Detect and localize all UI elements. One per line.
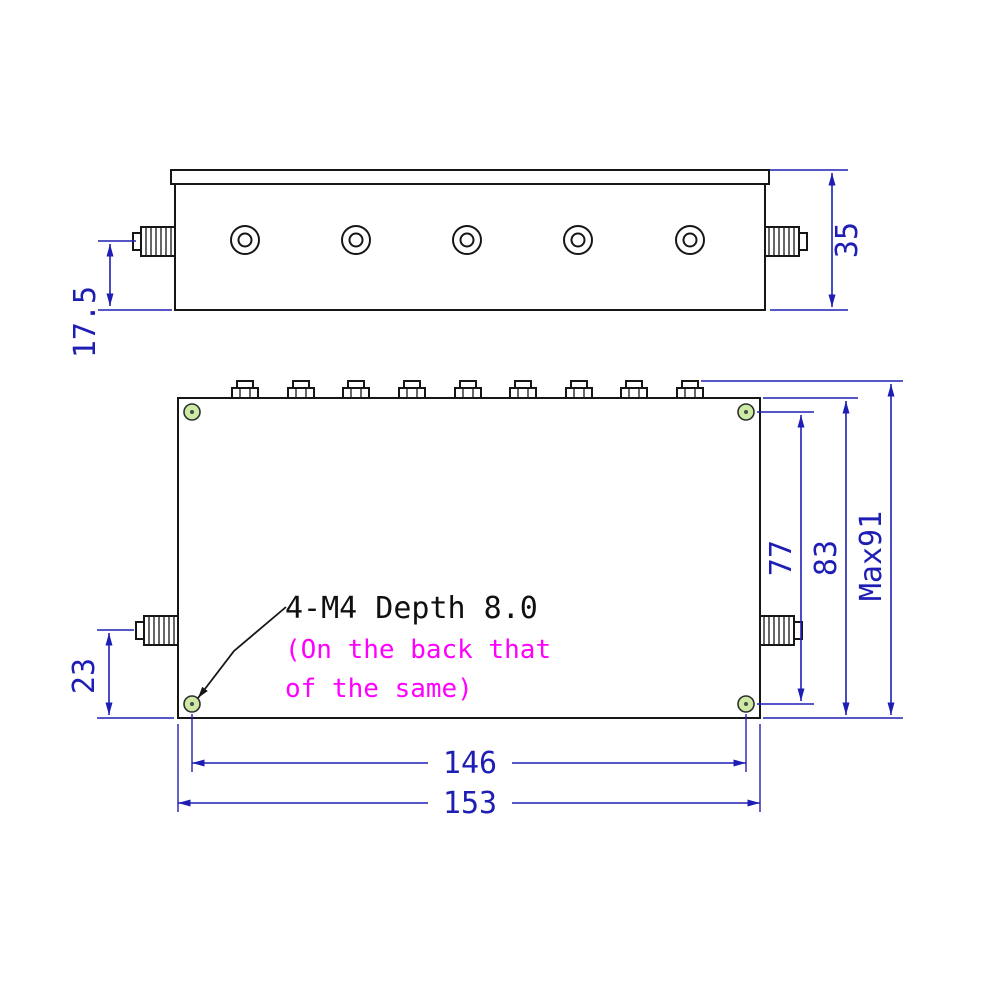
tuning-screw: [398, 380, 426, 399]
mounting-hole-top-right: [737, 403, 755, 421]
cover-screw: [563, 225, 593, 255]
dimension-body-height-83: 83: [763, 397, 903, 719]
dimension-hole-spacing-77: 77: [757, 411, 814, 705]
dim-value-35: 35: [830, 222, 865, 258]
tuning-screw: [509, 380, 537, 399]
tuning-screw: [231, 380, 259, 399]
mounting-hole-bottom-right: [737, 695, 755, 713]
dimension-body-width-153: 153: [177, 724, 761, 821]
cover-screw: [230, 225, 260, 255]
top-view: 35 17.5: [68, 169, 865, 358]
sma-connector-right: [764, 226, 808, 257]
dim-value-max91: Max91: [854, 511, 889, 601]
top-view-lid: [170, 169, 770, 185]
dimension-port-offset-23: 23: [67, 629, 174, 719]
sma-connector-left: [135, 615, 179, 646]
front-view-body: [177, 397, 761, 719]
dim-value-23: 23: [67, 658, 102, 694]
cover-screw: [341, 225, 371, 255]
cover-screw: [675, 225, 705, 255]
front-view: 77 83 Max91 23 146: [67, 380, 903, 821]
hole-spec-note-line2: of the same): [285, 674, 473, 704]
leader-line: [197, 606, 287, 699]
tuning-screw: [287, 380, 315, 399]
cover-screw: [452, 225, 482, 255]
hole-spec-annotation: 4-M4 Depth 8.0 (On the back that of the …: [197, 591, 551, 704]
tuning-screw: [565, 380, 593, 399]
dimension-overall-height-max91: Max91: [701, 380, 903, 715]
dim-value-77: 77: [764, 540, 799, 576]
tuning-screw: [454, 380, 482, 399]
hole-spec-text: 4-M4 Depth 8.0: [285, 591, 538, 626]
dim-value-83: 83: [809, 540, 844, 576]
tuning-screw: [620, 380, 648, 399]
dimension-hole-spacing-146: 146: [191, 714, 747, 781]
tuning-screw: [342, 380, 370, 399]
dim-value-146: 146: [443, 746, 497, 781]
mounting-hole-bottom-left: [183, 695, 201, 713]
hole-spec-note-line1: (On the back that: [285, 635, 551, 665]
sma-connector-left: [132, 226, 176, 257]
dimension-port-offset-17-5: 17.5: [68, 240, 172, 358]
dim-value-153: 153: [443, 786, 497, 821]
mounting-hole-top-left: [183, 403, 201, 421]
dimension-height-35: 35: [770, 169, 865, 311]
tuning-screw: [676, 380, 704, 399]
dim-value-17-5: 17.5: [68, 286, 103, 358]
sma-connector-right: [759, 615, 803, 646]
